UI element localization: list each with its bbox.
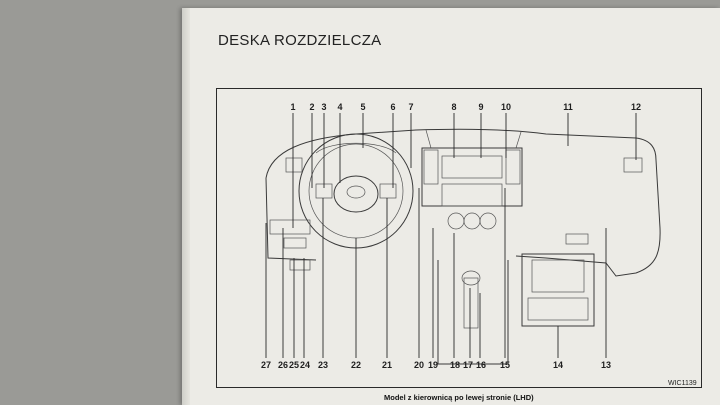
- gear-knob: [461, 270, 481, 286]
- right-side-vent: [623, 157, 643, 173]
- callout-1: 1: [290, 102, 295, 112]
- callout-2: 2: [309, 102, 314, 112]
- climate-knob-left: [447, 212, 465, 230]
- callout-7: 7: [408, 102, 413, 112]
- callout-10: 10: [501, 102, 511, 112]
- center-stack: [421, 147, 523, 207]
- callout-5: 5: [360, 102, 365, 112]
- diagram-caption: Model z kierownicą po lewej stronie (LHD…: [384, 393, 534, 402]
- steering-hub: [333, 175, 379, 213]
- dashboard-upper-line: [425, 129, 522, 149]
- callout-21: 21: [382, 360, 392, 370]
- center-vent-right: [505, 149, 521, 185]
- callout-27: 27: [261, 360, 271, 370]
- gear-lever: [463, 277, 479, 329]
- callout-20: 20: [414, 360, 424, 370]
- callout-24: 24: [300, 360, 310, 370]
- left-lower-switch: [283, 237, 307, 249]
- callout-22: 22: [351, 360, 361, 370]
- page-title: DESKA ROZDZIELCZA: [218, 32, 382, 49]
- audio-unit: [441, 155, 503, 179]
- callout-4: 4: [337, 102, 342, 112]
- left-switch-panel: [269, 219, 311, 235]
- callout-17: 17: [463, 360, 473, 370]
- inset-screen: [531, 259, 585, 293]
- callout-8: 8: [451, 102, 456, 112]
- logo-emblem: [346, 185, 366, 199]
- callout-26: 26: [278, 360, 288, 370]
- callout-15: 15: [500, 360, 510, 370]
- dashboard-lower-left: [265, 177, 317, 261]
- gauge-cluster: [315, 142, 397, 154]
- callout-13: 13: [601, 360, 611, 370]
- inset-display-unit: [521, 253, 595, 327]
- callout-23: 23: [318, 360, 328, 370]
- climate-knob-right: [479, 212, 497, 230]
- figure-code: WIC1139: [668, 380, 697, 387]
- climate-knob-center: [463, 212, 481, 230]
- dashboard-outline: [265, 128, 661, 277]
- callout-11: 11: [563, 102, 573, 112]
- callout-14: 14: [553, 360, 563, 370]
- glovebox-handle: [565, 233, 589, 245]
- climate-panel: [441, 183, 503, 207]
- callout-12: 12: [631, 102, 641, 112]
- callout-16: 16: [476, 360, 486, 370]
- left-lower-box: [289, 259, 311, 271]
- inset-controls: [527, 297, 589, 321]
- page-binding-edge: [182, 8, 190, 405]
- dashboard-diagram: 1 2 3 4 5 6 7 8 9 10 11 12 27 26 25 24 2…: [261, 102, 661, 370]
- diagram-frame: [216, 88, 702, 388]
- center-console: [437, 260, 509, 365]
- callout-9: 9: [478, 102, 483, 112]
- leader-lines: [265, 113, 637, 358]
- callout-18: 18: [450, 360, 460, 370]
- callout-6: 6: [390, 102, 395, 112]
- left-side-vent: [285, 157, 303, 173]
- callout-25: 25: [289, 360, 299, 370]
- callout-3: 3: [321, 102, 326, 112]
- center-vent-left: [423, 149, 439, 185]
- right-stalk: [379, 183, 397, 199]
- callout-19: 19: [428, 360, 438, 370]
